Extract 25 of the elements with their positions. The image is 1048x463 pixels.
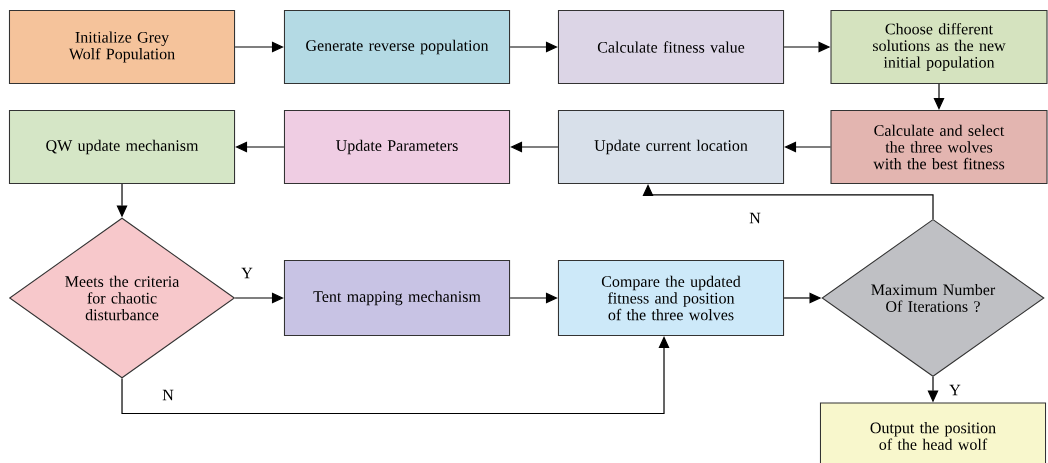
edge-label: Y [949,384,961,396]
process-box: Update current location [557,109,785,185]
process-box: Output the position of the head wolf [819,402,1047,463]
edge-label: N [162,389,174,401]
process-box: Calculate fitness value [557,9,785,85]
arrow [642,184,934,220]
arrow [121,336,670,415]
process-box: Initialize Grey Wolf Population [8,9,236,85]
arrow [784,141,832,153]
process-box: Update Parameters [283,109,511,185]
process-box: QW update mechanism [8,109,236,185]
arrow [509,292,558,304]
arrow [235,141,285,153]
process-box: Choose different solutions as the new initial population [830,9,1048,85]
arrow [234,41,284,53]
arrow [234,292,284,304]
process-box: Generate reverse population [283,9,511,85]
arrow [509,41,558,53]
process-box: Tent mapping mechanism [283,260,511,336]
process-box: Calculate and select the three wolves with the best fitness [830,109,1048,185]
edge-label: Y [241,267,253,279]
edge-label: N [749,212,761,224]
process-box: Compare the updated fitness and position of the three wolves [557,260,785,336]
arrow [933,83,945,110]
arrow [510,141,559,153]
